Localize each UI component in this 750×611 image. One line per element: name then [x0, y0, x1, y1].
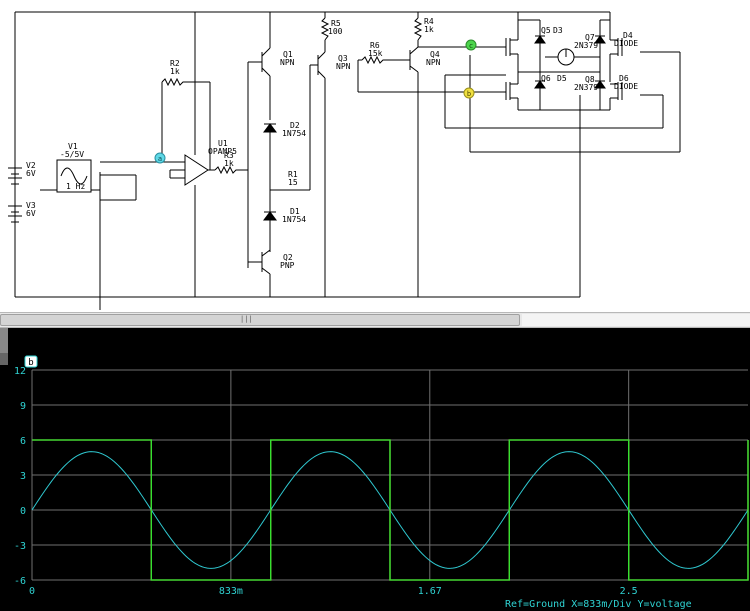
label-r6-name: R6	[370, 41, 380, 50]
label-r6-value: 15k	[368, 49, 383, 58]
trace-c	[32, 439, 749, 581]
probe-a[interactable]: a	[154, 152, 166, 164]
label-v3-name: V3	[26, 201, 36, 210]
y-tick-label: 9	[20, 401, 26, 412]
scrollbar-thumb[interactable]	[0, 314, 520, 326]
label-q8-name: Q8	[585, 75, 595, 84]
label-q5-name: Q5	[541, 26, 551, 35]
label-r5-value: 100	[328, 27, 343, 36]
probe-c[interactable]: c	[465, 39, 477, 51]
label-r5-name: R5	[331, 19, 341, 28]
label-d4-value: DIODE	[614, 39, 638, 48]
label-v1-value: -5/5V	[60, 150, 84, 159]
probe-b-label: b	[467, 90, 471, 98]
x-tick-label: 2.5	[620, 586, 638, 597]
x-tick-label: 1.67	[418, 586, 442, 597]
label-q7-name: Q7	[585, 33, 595, 42]
schematic-canvas[interactable]: V2 6V V3 6V V1 -5/5V 1 Hz R2 1k U1 OPAMP…	[0, 0, 750, 312]
label-q5-value: D3	[553, 26, 563, 35]
probe-tag-label: b	[28, 358, 33, 368]
label-q1-name: Q1	[283, 50, 293, 59]
y-tick-label: 6	[20, 436, 26, 447]
x-tick-label: 833m	[219, 586, 243, 597]
y-tick-label: 12	[14, 366, 26, 377]
scrollbar-grip-icon: |||	[240, 315, 253, 323]
label-q3-value: NPN	[336, 62, 351, 71]
label-d6-value: DIODE	[614, 82, 638, 91]
label-q2-value: PNP	[280, 261, 295, 270]
label-d2-name: D2	[290, 121, 300, 130]
label-r1-name: R1	[288, 170, 298, 179]
label-r2-name: R2	[170, 59, 180, 68]
label-q1-value: NPN	[280, 58, 295, 67]
label-r4-name: R4	[424, 17, 434, 26]
scope-status-text: Ref=Ground X=833m/Div Y=voltage	[505, 599, 692, 610]
label-r4-value: 1k	[424, 25, 434, 34]
y-tick-label: -3	[14, 541, 26, 552]
label-q8-value: 2N379	[574, 83, 598, 92]
label-q7-value: 2N379	[574, 41, 598, 50]
label-q6-value: D5	[557, 74, 567, 83]
label-v1-freq: 1 Hz	[66, 182, 85, 191]
probe-c-label: c	[469, 42, 473, 50]
label-d2-value: 1N754	[282, 129, 306, 138]
label-r3-value: 1k	[224, 159, 234, 168]
y-tick-label: 0	[20, 506, 26, 517]
label-q6-name: Q6	[541, 74, 551, 83]
label-q3-name: Q3	[338, 54, 348, 63]
y-tick-label: -6	[14, 576, 26, 587]
label-u1-name: U1	[218, 139, 228, 148]
label-d1-name: D1	[290, 207, 300, 216]
x-tick-label: 0	[29, 586, 35, 597]
label-d4-name: D4	[623, 31, 633, 40]
label-q4-value: NPN	[426, 58, 441, 67]
scrollbar-track[interactable]	[522, 314, 750, 326]
label-v2-name: V2	[26, 161, 36, 170]
y-tick-label: 3	[20, 471, 26, 482]
scope-traces	[31, 439, 749, 581]
probe-a-label: a	[158, 155, 162, 163]
label-r3-name: R3	[224, 151, 234, 160]
horizontal-scrollbar[interactable]: |||	[0, 312, 750, 328]
label-v2-value: 6V	[26, 169, 36, 178]
label-d1-value: 1N754	[282, 215, 306, 224]
label-v3-value: 6V	[26, 209, 36, 218]
label-q2-name: Q2	[283, 253, 293, 262]
label-d6-name: D6	[619, 74, 629, 83]
label-r2-value: 1k	[170, 67, 180, 76]
probe-b[interactable]: b	[463, 87, 475, 99]
label-r1-value: 15	[288, 178, 298, 187]
component-labels: V2 6V V3 6V V1 -5/5V 1 Hz R2 1k U1 OPAMP…	[26, 17, 638, 270]
label-q4-name: Q4	[430, 50, 440, 59]
probe-tag-b[interactable]: b	[24, 355, 38, 368]
label-v1-name: V1	[68, 142, 78, 151]
label-u1-value: OPAMP5	[208, 147, 237, 156]
